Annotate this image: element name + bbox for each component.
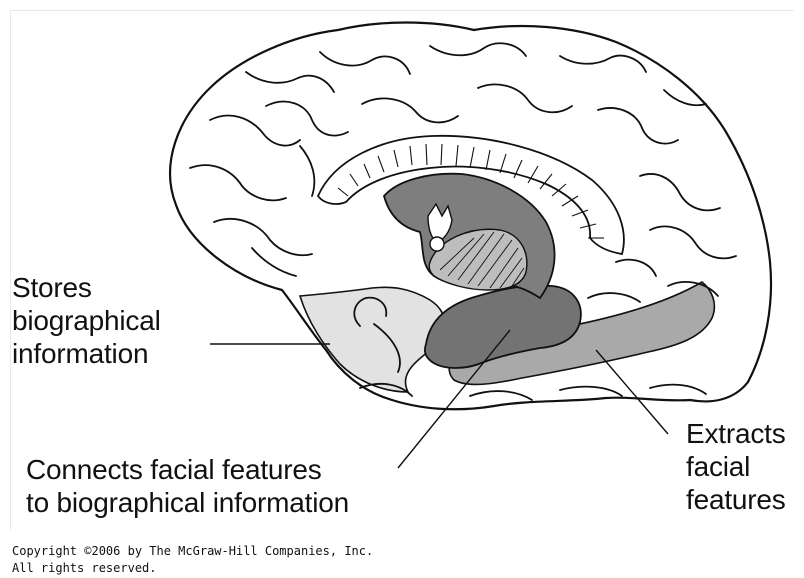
extracts-features-label: Extracts facial features	[686, 417, 786, 516]
mammillary-body	[430, 237, 444, 251]
copyright-line: Copyright ©2006 by The McGraw-Hill Compa…	[12, 543, 373, 560]
stores-biographical-label: Stores biographical information	[12, 271, 161, 370]
connects-features-label: Connects facial features to biographical…	[26, 453, 349, 519]
label-line: Connects facial features	[26, 453, 349, 486]
label-line: biographical	[12, 304, 161, 337]
copyright-notice: Copyright ©2006 by The McGraw-Hill Compa…	[12, 543, 373, 577]
label-line: facial	[686, 450, 786, 483]
label-line: to biographical information	[26, 486, 349, 519]
label-line: Stores	[12, 271, 161, 304]
label-line: features	[686, 483, 786, 516]
label-line: Extracts	[686, 417, 786, 450]
copyright-line: All rights reserved.	[12, 560, 373, 577]
label-line: information	[12, 337, 161, 370]
